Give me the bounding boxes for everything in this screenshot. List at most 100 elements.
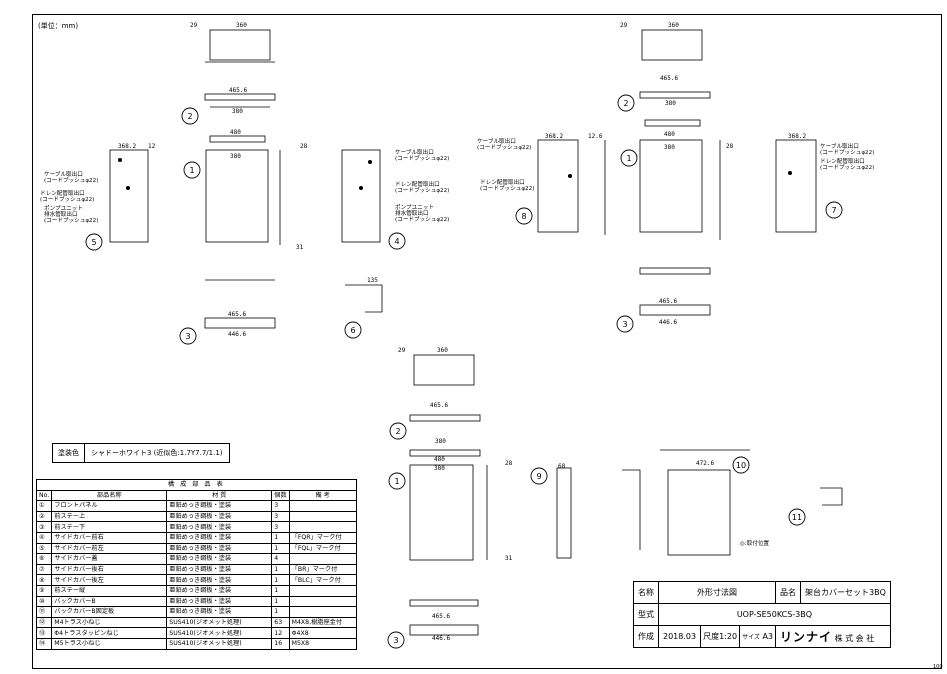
back-cover-fixing-plate (820, 487, 843, 506)
cell: 亜鉛めっき鋼板・塗装 (166, 521, 273, 533)
back-cover-b (667, 469, 731, 556)
cell: SUS410(ジオメット処理) (166, 637, 273, 650)
cell (288, 606, 357, 618)
svg-text:446.6: 446.6 (659, 319, 677, 326)
cell: サイドカバー前左 (51, 542, 168, 555)
cell: サイドカバー蓋 (51, 553, 168, 565)
svg-text:380: 380 (435, 438, 446, 445)
label-cable-right: ケーブル取出口 (395, 148, 434, 156)
size-label: サイズ (742, 634, 760, 641)
cell: 「BLC」マーク付 (288, 574, 357, 586)
svg-text:480: 480 (664, 131, 675, 138)
cell: バックカバーB (51, 595, 168, 608)
cell: 3 (271, 510, 290, 523)
svg-text:368.2: 368.2 (788, 133, 806, 140)
cell: 亜鉛めっき鋼板・塗装 (166, 595, 273, 608)
unit-note: (単位：mm) (38, 22, 79, 30)
cell: 4 (271, 553, 290, 565)
side-cover-front-left (109, 149, 149, 243)
svg-text:2: 2 (623, 99, 628, 108)
cell: ⑫ (35, 616, 53, 629)
drawing-frame (32, 14, 942, 669)
svg-text:ポンプユニット: ポンプユニット (395, 203, 434, 211)
col-material: 材 質 (166, 489, 273, 502)
svg-text:368.2: 368.2 (545, 133, 563, 140)
product-label: 品名 (775, 581, 801, 604)
scale-value: 1:20 (719, 632, 738, 641)
coating-label: 塗装色 (53, 444, 85, 462)
svg-text:12: 12 (148, 143, 156, 150)
made-label: 作成 (633, 625, 659, 648)
front-stay-vertical (556, 467, 572, 559)
svg-text:380: 380 (664, 144, 675, 151)
cell: M5トラス小ねじ (51, 637, 168, 650)
side-cover-rear-right (775, 139, 817, 233)
svg-text:446.6: 446.6 (432, 635, 450, 642)
cell: ③ (35, 521, 53, 533)
date: 2018.03 (657, 625, 702, 648)
svg-text:465.6: 465.6 (659, 298, 677, 305)
cell: 亜鉛めっき鋼板・塗装 (166, 606, 273, 618)
svg-text:480: 480 (434, 456, 445, 463)
svg-text:380: 380 (665, 100, 676, 107)
svg-text:1: 1 (626, 154, 631, 163)
svg-text:368.2: 368.2 (118, 143, 136, 150)
svg-text:ケーブル取出口: ケーブル取出口 (820, 142, 859, 150)
svg-text:465.6: 465.6 (228, 311, 246, 318)
company-suffix: 株 式 会 社 (834, 634, 875, 643)
front-panel-right (639, 139, 703, 233)
svg-text:135: 135 (367, 277, 378, 284)
cell: 「FQL」マーク付 (288, 542, 357, 555)
svg-text:3: 3 (393, 636, 398, 645)
svg-text:472.6: 472.6 (696, 460, 714, 467)
svg-text:12.6: 12.6 (588, 133, 603, 140)
svg-text:(コードブッシュφ22): (コードブッシュφ22) (820, 148, 874, 156)
cell: 12 (271, 627, 290, 639)
cell: 前ステー縦 (51, 584, 168, 597)
cell (288, 584, 357, 597)
cell (288, 521, 357, 533)
svg-text:ケーブル取出口: ケーブル取出口 (477, 137, 516, 145)
svg-text:ドレン配管取出口: ドレン配管取出口 (480, 178, 525, 186)
cell: 前ステー上 (51, 510, 168, 523)
svg-text:ドレン配管取出口: ドレン配管取出口 (820, 157, 865, 165)
svg-text:4: 4 (394, 237, 399, 246)
svg-text:1: 1 (394, 477, 399, 486)
cell: バックカバーB固定板 (51, 606, 168, 618)
cell: ⑥ (35, 553, 53, 565)
svg-text:380: 380 (434, 465, 445, 472)
cell: M5X8 (288, 637, 357, 650)
corner-mark: 100 (933, 664, 943, 670)
svg-text:7: 7 (831, 206, 836, 215)
side-cover-front-right (341, 149, 381, 243)
cell: フロントパネル (51, 500, 168, 512)
svg-text:29: 29 (620, 22, 628, 29)
svg-text:ドレン配管取出口: ドレン配管取出口 (395, 180, 440, 188)
svg-text:11: 11 (792, 513, 802, 522)
cell (288, 595, 357, 608)
svg-text:31: 31 (505, 555, 513, 562)
svg-text:1: 1 (189, 166, 194, 175)
col-no: No. (35, 489, 53, 502)
cell: ⑨ (35, 584, 53, 597)
coating-color-box: 塗装色 シャドーホワイト3 (近似色:1.7Y7.7/1.1) (52, 443, 230, 463)
company-cell: リンナイ 株 式 会 社 (775, 625, 891, 648)
svg-text:3: 3 (622, 320, 627, 329)
cell: 16 (271, 637, 290, 650)
name-label: 名称 (633, 581, 659, 604)
cell: 亜鉛めっき鋼板・塗装 (166, 563, 273, 576)
svg-text:◎:取付位置: ◎:取付位置 (740, 539, 770, 547)
cell: 亜鉛めっき鋼板・塗装 (166, 542, 273, 555)
size: サイズ A3 (739, 625, 776, 648)
cell: 1 (271, 542, 290, 555)
cell: 亜鉛めっき鋼板・塗装 (166, 553, 273, 565)
